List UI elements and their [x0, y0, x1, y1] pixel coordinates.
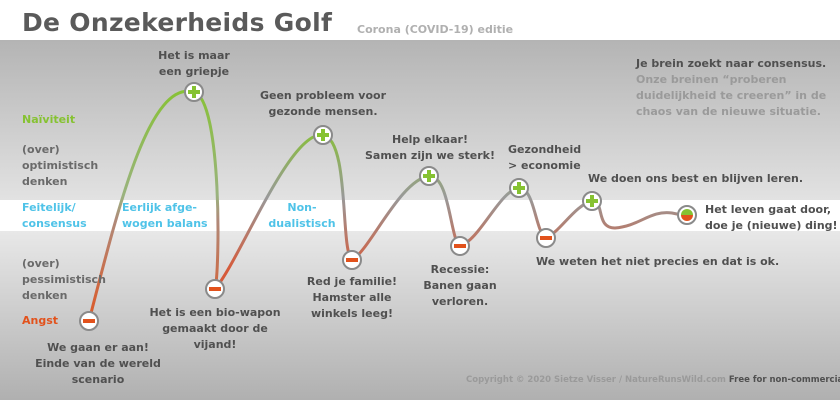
page-title: De Onzekerheids Golf [22, 8, 333, 37]
marker-p9 [536, 228, 556, 248]
consensus-band [0, 200, 840, 231]
point-label-p9: We weten het niet precies en dat is ok. [536, 255, 780, 268]
copyright-text: Copyright © 2020 Sietze Visser / NatureR… [466, 375, 726, 385]
wave-line-2 [213, 133, 689, 291]
point-label-p6: Help elkaar! Samen zijn we sterk! [364, 133, 495, 162]
page-subtitle: Corona (COVID-19) editie [357, 23, 514, 36]
point-label-p7: Recessie: Banen gaan verloren. [423, 263, 497, 308]
label-naiviteit: Naïviteit [22, 113, 76, 126]
marker-p5 [342, 250, 362, 270]
copyright-notice: Copyright © 2020 Sietze Visser / NatureR… [466, 375, 840, 385]
marker-p3 [205, 279, 225, 299]
label-over-pessimistisch: (over) pessimistisch denken [22, 257, 106, 302]
marker-p4 [313, 125, 333, 145]
label-eerlijk: Eerlijk afge- wogen balans [122, 201, 208, 230]
point-label-p2: Het is maar een griepje [158, 49, 230, 78]
marker-p6 [419, 166, 439, 186]
label-non-dualistisch: Non- dualistisch [268, 201, 336, 230]
annotation: Je brein zoekt naar consensus. Onze brei… [636, 57, 827, 118]
point-label-p1: We gaan er aan! Einde van de wereld scen… [35, 341, 161, 386]
marker-p10 [582, 191, 602, 211]
point-label-p8: Gezondheid > economie [508, 143, 582, 172]
label-angst: Angst [22, 314, 59, 327]
label-over-optimistisch: (over) optimistisch denken [22, 143, 99, 188]
point-label-p10: We doen ons best en blijven leren. [588, 172, 804, 185]
license-text: Free for non-commercial use. [728, 375, 840, 385]
marker-p7 [450, 236, 470, 256]
marker-p1 [79, 311, 99, 331]
label-feitelijk: Feitelijk/ consensus [22, 201, 87, 230]
marker-p11 [677, 205, 697, 225]
pessimism-band [0, 231, 840, 400]
point-label-p3: Het is een bio-wapon gemaakt door de vij… [149, 306, 281, 351]
point-label-p4: Geen probleem voor gezonde mensen. [259, 89, 387, 118]
marker-p2 [184, 82, 204, 102]
point-label-p5: Red je familie! Hamster alle winkels lee… [306, 275, 398, 320]
point-label-p11: Het leven gaat door, doe je (nieuwe) din… [705, 203, 838, 232]
marker-p8 [509, 178, 529, 198]
